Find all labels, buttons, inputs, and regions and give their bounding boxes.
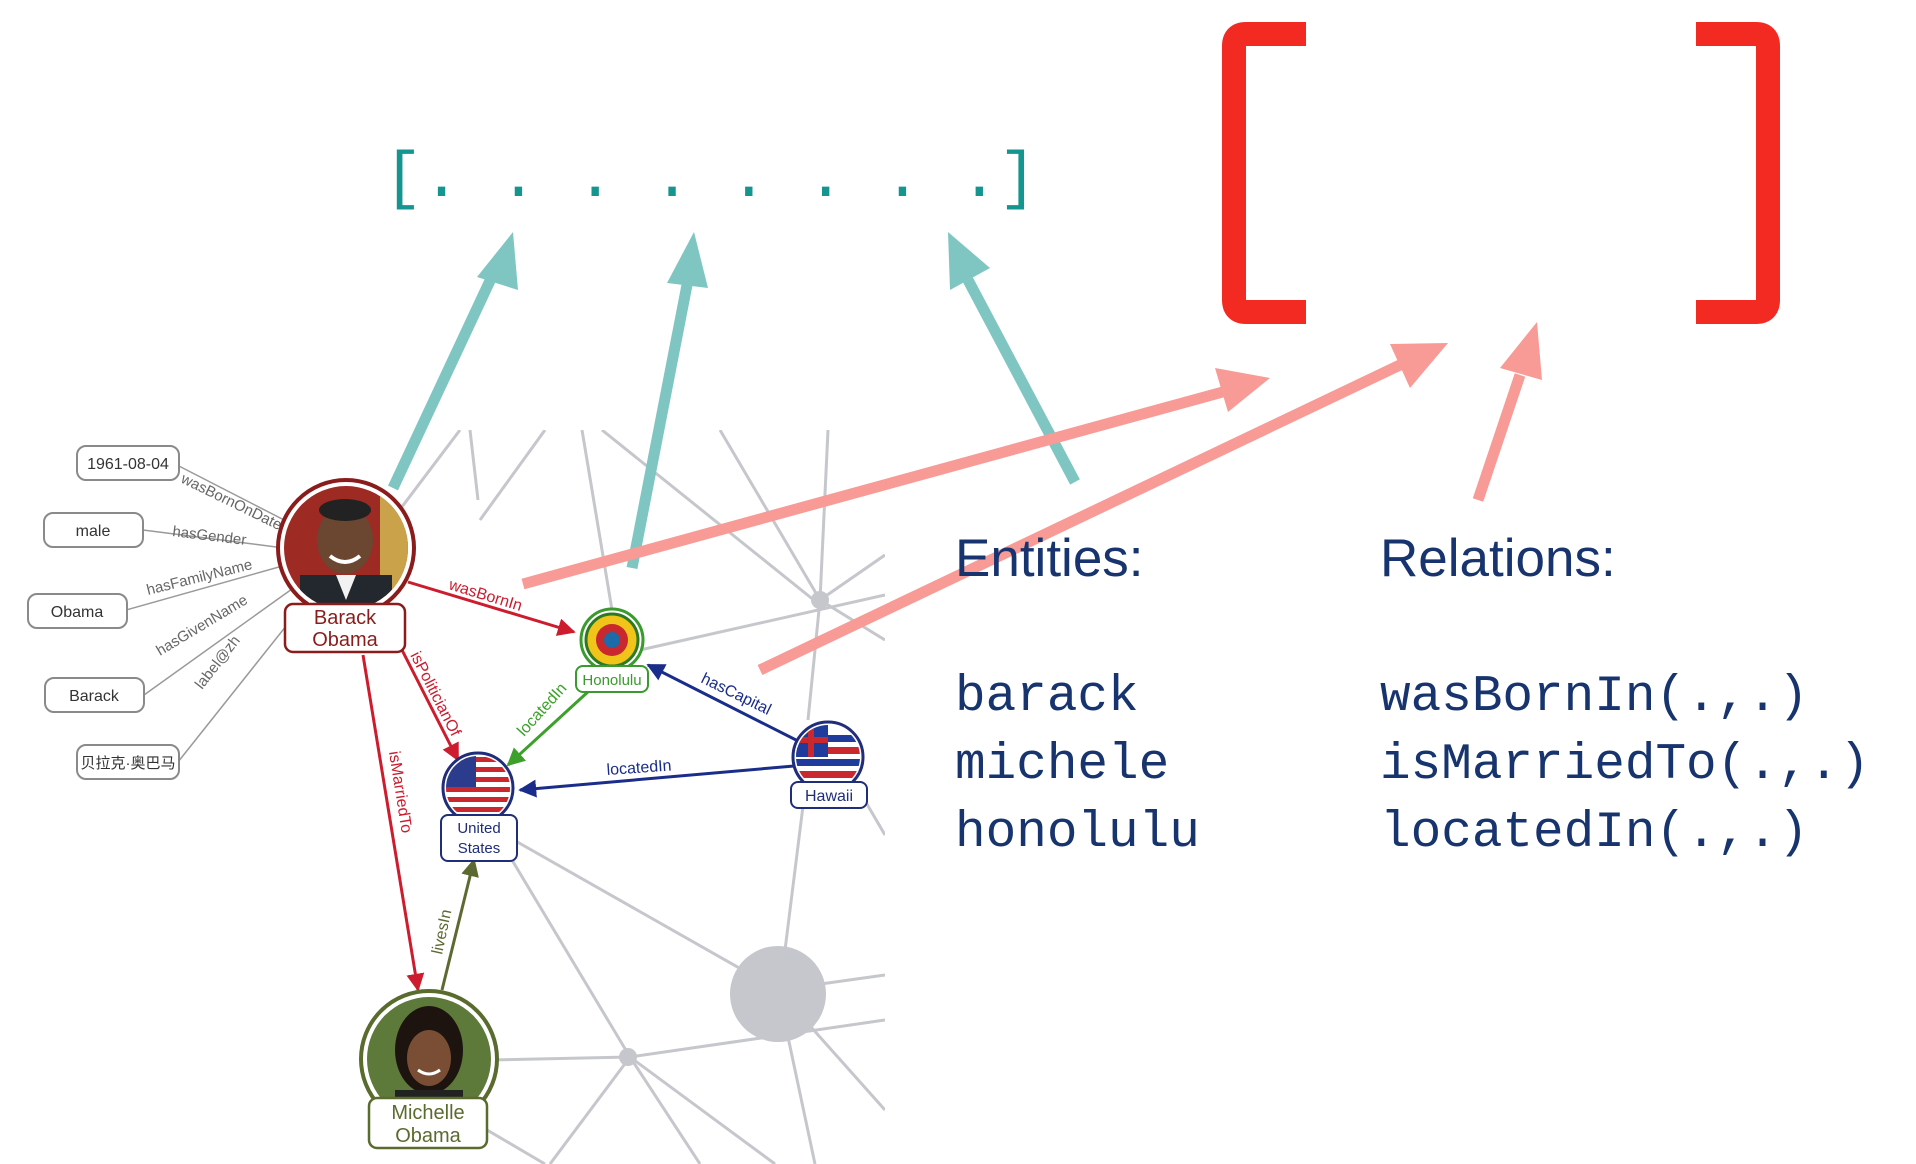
- node-hawaii[interactable]: Hawaii: [790, 720, 868, 809]
- salmon-arrow-shaft: [1472, 373, 1526, 502]
- literal-born-date-text: 1961-08-04: [87, 456, 169, 473]
- teal-arrow-head: [948, 232, 990, 290]
- node-michelle-line1: Michelle: [391, 1102, 464, 1124]
- literal-given-name-text: Barack: [69, 688, 120, 705]
- relation-matrix-bracket: [1222, 22, 1780, 324]
- relations-panel: Relations: wasBornIn(.,.) isMarriedTo(.,…: [1380, 529, 1870, 862]
- background-node: [811, 591, 829, 609]
- literal-label-zh: 贝拉克·奥巴马: [76, 744, 180, 780]
- edge-label-hasFamilyName: hasFamilyName: [145, 556, 254, 599]
- edge-label-hasGender: hasGender: [172, 523, 248, 549]
- edge-label-locatedIn-honolulu: locatedIn: [514, 680, 570, 740]
- node-us-line1: United: [457, 820, 500, 837]
- salmon-arrow-head: [1215, 368, 1270, 412]
- entity-item: michele: [955, 737, 1169, 794]
- literal-born-date: 1961-08-04: [76, 445, 180, 481]
- edge-livesIn: [440, 858, 479, 991]
- relation-item: locatedIn(.,.): [1380, 805, 1808, 862]
- entities-heading: Entities:: [955, 529, 1144, 588]
- edge-label-wasBornOnDate: wasBornOnDate: [177, 470, 284, 534]
- teal-arrow-shaft: [388, 267, 500, 491]
- edge-isMarriedTo: [361, 654, 425, 992]
- literal-gender: male: [43, 512, 144, 548]
- teal-arrow-head: [477, 232, 518, 290]
- background-node: [619, 1048, 637, 1066]
- edge-label-wasBornIn: wasBornIn: [446, 576, 524, 615]
- salmon-arrow-head: [1500, 322, 1542, 380]
- node-michelle-obama[interactable]: Michelle Obama: [359, 989, 500, 1150]
- hawaii-flag-icon: [796, 725, 860, 789]
- attribute-edge-labels: wasBornOnDate hasGender hasFamilyName ha…: [145, 470, 285, 693]
- edge-label-isPoliticianOf: isPoliticianOf: [406, 649, 463, 740]
- edge-isPoliticianOf: [400, 649, 460, 762]
- node-barack-line1: Barack: [314, 607, 377, 629]
- salmon-arrow-head: [1390, 343, 1448, 388]
- literal-given-name: Barack: [44, 677, 145, 713]
- edge-wasBornIn: [407, 580, 576, 636]
- node-barack-line2: Obama: [312, 629, 378, 651]
- edge-label-locatedIn-hawaii: locatedIn: [606, 758, 672, 779]
- relation-embedding-arrows: [521, 322, 1542, 675]
- entity-vector-notation: [. . . . . . . .]: [384, 144, 1037, 216]
- teal-arrow-shaft: [963, 277, 1080, 485]
- relation-item: wasBornIn(.,.): [1380, 669, 1808, 726]
- edge-locatedIn-hawaii: [518, 764, 795, 798]
- literal-label-zh-text: 贝拉克·奥巴马: [81, 755, 176, 772]
- salmon-arrow-shaft: [521, 384, 1232, 590]
- teal-arrow-shaft: [626, 283, 693, 570]
- entity-embedding-arrows: [388, 232, 1080, 570]
- node-us-line2: States: [458, 840, 501, 857]
- attribute-edges: [125, 463, 303, 763]
- relation-item: isMarriedTo(.,.): [1380, 737, 1870, 794]
- entities-panel: Entities: barack michele honolulu: [955, 529, 1200, 862]
- teal-arrow-head: [667, 232, 708, 288]
- literal-gender-text: male: [76, 523, 111, 540]
- literal-family-name-text: Obama: [51, 604, 104, 621]
- node-barack-obama[interactable]: Barack Obama: [276, 478, 416, 654]
- salmon-arrow-shaft: [757, 360, 1403, 675]
- edge-hasCapital: [646, 663, 801, 744]
- entity-item: honolulu: [955, 805, 1200, 862]
- literal-family-name: Obama: [27, 593, 128, 629]
- node-honolulu[interactable]: Honolulu: [575, 607, 649, 693]
- node-united-states[interactable]: United States: [440, 751, 518, 862]
- entity-item: barack: [955, 669, 1139, 726]
- literal-nodes: 1961-08-04 male Obama Barack 贝拉克·奥巴马: [27, 445, 180, 780]
- background-graph: [390, 430, 885, 1164]
- node-michelle-line2: Obama: [395, 1125, 461, 1147]
- background-node: [730, 946, 826, 1042]
- city-seal-icon: [584, 612, 640, 668]
- relations-heading: Relations:: [1380, 529, 1616, 588]
- relation-edges: [361, 580, 801, 992]
- edge-locatedIn-honolulu: [506, 688, 592, 767]
- node-honolulu-label: Honolulu: [582, 672, 641, 689]
- node-hawaii-label: Hawaii: [805, 788, 853, 805]
